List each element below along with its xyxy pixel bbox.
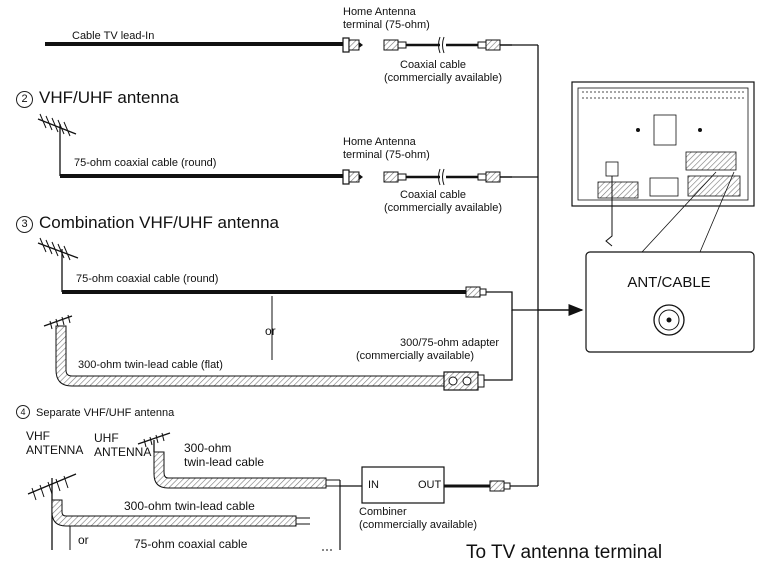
s3-title-text: Combination VHF/UHF antenna [39,213,280,232]
uhf-twin-lead-cable [153,451,327,489]
combination-antenna-icon [37,237,79,292]
combiner-out-label: OUT [418,479,442,491]
s1-terminal-label-1: Home Antenna [343,6,416,18]
coaxial-cable-icon-2 [383,168,512,186]
s2-cable-label: 75-ohm coaxial cable (round) [74,157,217,169]
s4-or-label: or [78,533,89,547]
ant-cable-jack-icon [653,304,685,336]
s1-cable-label: Cable TV lead-In [72,30,155,42]
s4-vhf-label-1: VHF [26,429,50,443]
section-number-badge: 4 [16,405,30,419]
section-number-badge: 3 [16,216,33,233]
uhf-antenna-icon [137,432,171,452]
combiner-in-label: IN [368,479,379,491]
s1-coax-label-2: (commercially available) [384,72,502,84]
adapter-icon [443,371,485,391]
s4-title-text: Separate VHF/UHF antenna [36,407,175,419]
s4-vhf-twinlead-label: 300-ohm twin-lead cable [124,499,255,513]
section-3-combination [37,237,538,391]
combiner-box [361,466,445,504]
coaxial-cable-icon [383,36,512,54]
s3-twinlead-label: 300-ohm twin-lead cable (flat) [78,359,223,371]
uhf-mini-antenna-icon [43,314,73,330]
s3-adapter-label-2: (commercially available) [356,350,474,362]
s1-coax-label-1: Coaxial cable [400,59,467,71]
coax-connector-end [465,286,487,298]
s4-title: 4 Separate VHF/UHF antenna [16,405,174,420]
s2-coax-label-1: Coaxial cable [400,189,467,201]
s4-uhf-label-1: UHF [94,431,119,445]
s3-adapter-connector-line [484,310,513,381]
combiner-label-1: Combiner [359,506,407,518]
s4-uhf-cable-label-2: twin-lead cable [184,455,265,469]
s3-coax-label: 75-ohm coaxial cable (round) [76,273,219,285]
s4-vhf-coax-label: 75-ohm coaxial cable [134,537,248,551]
s3-title: 3 Combination VHF/UHF antenna [16,213,279,233]
s2-title: 2 VHF/UHF antenna [16,88,179,108]
s2-coax-label-2: (commercially available) [384,202,502,214]
s4-uhf-cable-label-1: 300-ohm [184,441,232,455]
section-number-badge: 2 [16,91,33,108]
s2-terminal-label-1: Home Antenna [343,136,416,148]
s2-title-text: VHF/UHF antenna [39,88,179,107]
combiner-label-2: (commercially available) [359,519,477,531]
s3-or-label: or [265,324,276,338]
ant-cable-panel [585,251,755,353]
tv-rear-illustration [571,81,755,247]
s2-terminal-label-2: terminal (75-ohm) [343,149,430,161]
home-antenna-terminal-icon-2 [342,169,363,185]
vhf-twin-lead-cable [51,499,297,527]
section-4-separate [27,432,538,551]
s4-vhf-label-2: ANTENNA [26,443,84,457]
section-2-vhf-uhf [37,113,538,186]
s1-terminal-label-2: terminal (75-ohm) [343,19,430,31]
s3-coax-connector-line [486,291,538,311]
ant-cable-label: ANT/CABLE [627,274,711,291]
vhf-uhf-antenna-icon [37,113,77,176]
s3-adapter-label-1: 300/75-ohm adapter [400,337,500,349]
caption: To TV antenna terminal [466,542,663,563]
section-1-cable-tv [45,36,538,54]
home-antenna-terminal-icon [342,37,363,53]
combiner-output-cable [444,480,511,492]
s4-uhf-label-2: ANTENNA [94,445,152,459]
